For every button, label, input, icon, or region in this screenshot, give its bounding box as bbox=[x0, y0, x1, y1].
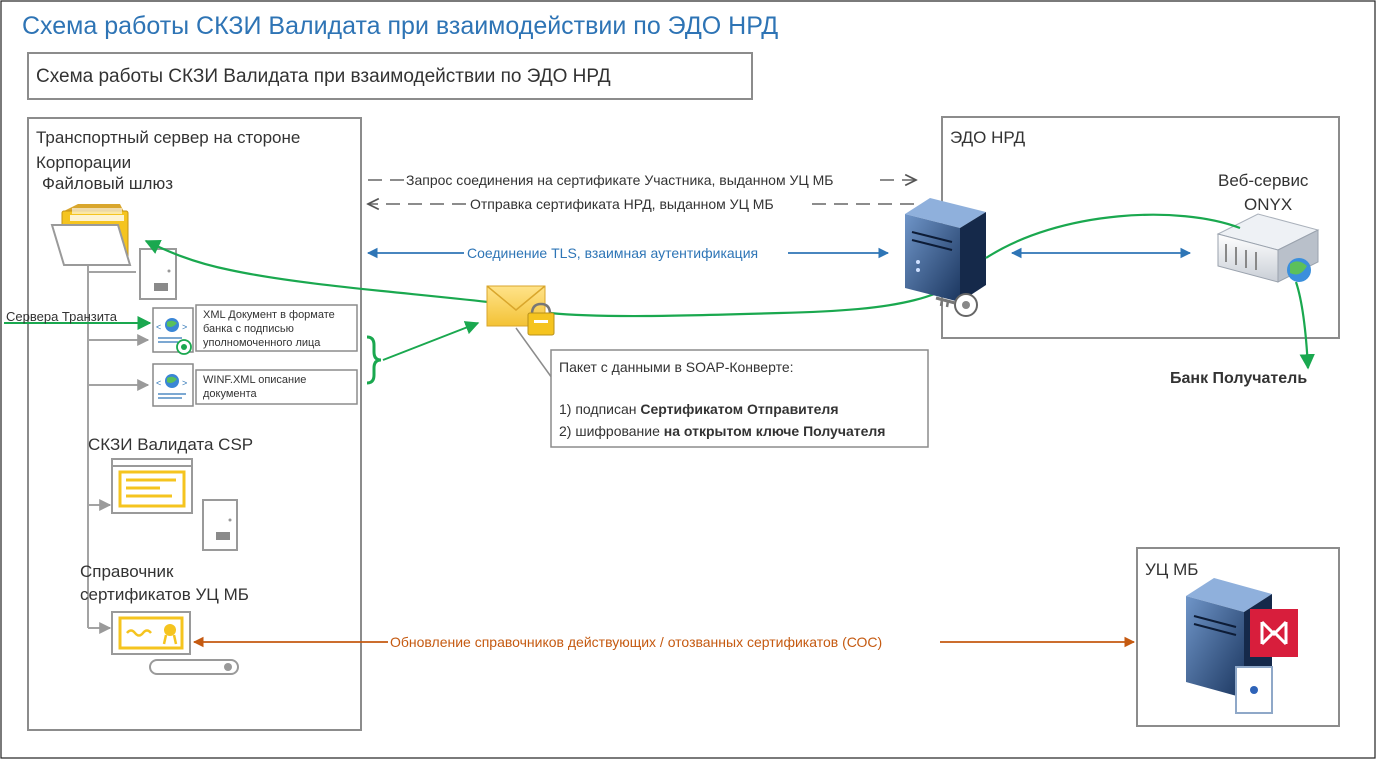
directory-label-line1: Справочник bbox=[80, 562, 174, 581]
xml-doc-line3: уполномоченного лица bbox=[203, 337, 321, 349]
svg-text:<: < bbox=[156, 322, 161, 332]
winf-line2: документа bbox=[203, 388, 258, 400]
moex-logo-icon bbox=[1250, 609, 1298, 657]
header-box-text: Схема работы СКЗИ Валидата при взаимодей… bbox=[36, 66, 611, 87]
skzi-label: СКЗИ Валидата CSP bbox=[88, 435, 253, 454]
svg-text:>: > bbox=[182, 378, 187, 388]
svg-text:>: > bbox=[182, 322, 187, 332]
cert-send-label: Отправка сертификата НРД, выданном УЦ МБ bbox=[470, 196, 774, 212]
certificate-icon bbox=[111, 611, 239, 675]
rack-server-globe-icon bbox=[1216, 213, 1320, 283]
slide-title: Схема работы СКЗИ Валидата при взаимодей… bbox=[22, 12, 778, 40]
packet-callout-title: Пакет с данными в SOAP-Конверте: bbox=[559, 359, 794, 375]
winf-label-box bbox=[195, 369, 358, 405]
xml-document-icon: < > bbox=[152, 307, 194, 355]
svg-text:<: < bbox=[156, 378, 161, 388]
envelope-lock-icon bbox=[486, 285, 555, 336]
tree-connector bbox=[87, 265, 150, 634]
packet-callout-line2: 2) шифрование на открытом ключе Получате… bbox=[559, 423, 885, 439]
receiving-bank-label: Банк Получатель bbox=[1170, 370, 1307, 387]
callout-pointer bbox=[515, 327, 553, 379]
transit-label: Сервера Транзита bbox=[6, 309, 118, 324]
server-key-icon bbox=[905, 198, 986, 317]
connection-request-label: Запрос соединения на сертификате Участни… bbox=[406, 172, 833, 188]
web-service-label-line2: ONYX bbox=[1244, 195, 1292, 214]
web-service-label-line1: Веб-сервис bbox=[1218, 171, 1309, 190]
xml-doc-line2: банка с подписью bbox=[203, 323, 294, 335]
folder-icon bbox=[50, 204, 132, 266]
left-panel-title-line1: Транспортный сервер на стороне bbox=[36, 128, 300, 147]
winf-line1: WINF.XML описание bbox=[203, 374, 306, 386]
edo-green-curve-top bbox=[985, 213, 1241, 259]
winf-document-icon: < > bbox=[152, 363, 194, 407]
documents-brace bbox=[366, 335, 382, 385]
update-label: Обновление справочников действующих / от… bbox=[390, 634, 882, 650]
uc-mb-title: УЦ МБ bbox=[1145, 560, 1198, 579]
pc-tower-icon bbox=[202, 499, 238, 551]
xml-doc-line1: XML Документ в формате bbox=[203, 309, 335, 321]
brace-to-envelope-arrow bbox=[382, 321, 480, 361]
uc-mb-server-icon bbox=[1186, 578, 1273, 714]
left-panel-title-line2: Корпорации bbox=[36, 153, 131, 172]
to-receiving-bank-arrow bbox=[1294, 281, 1315, 370]
data-flow-curve-left bbox=[144, 239, 489, 304]
xml-document-label-box bbox=[195, 304, 358, 352]
edo-nrd-title: ЭДО НРД bbox=[950, 128, 1026, 147]
packet-callout-line1: 1) подписан Сертификатом Отправителя bbox=[559, 401, 839, 417]
header-box bbox=[27, 52, 753, 100]
file-gateway-label: Файловый шлюз bbox=[42, 174, 173, 193]
pc-tower-icon bbox=[139, 248, 177, 300]
tls-label-bg bbox=[464, 242, 788, 262]
update-label-bg bbox=[388, 633, 940, 651]
packet-callout-box bbox=[550, 349, 929, 448]
skzi-window-icon bbox=[111, 458, 193, 514]
tls-label: Соединение TLS, взаимная аутентификация bbox=[467, 245, 758, 261]
directory-label-line2: сертификатов УЦ МБ bbox=[80, 585, 249, 604]
